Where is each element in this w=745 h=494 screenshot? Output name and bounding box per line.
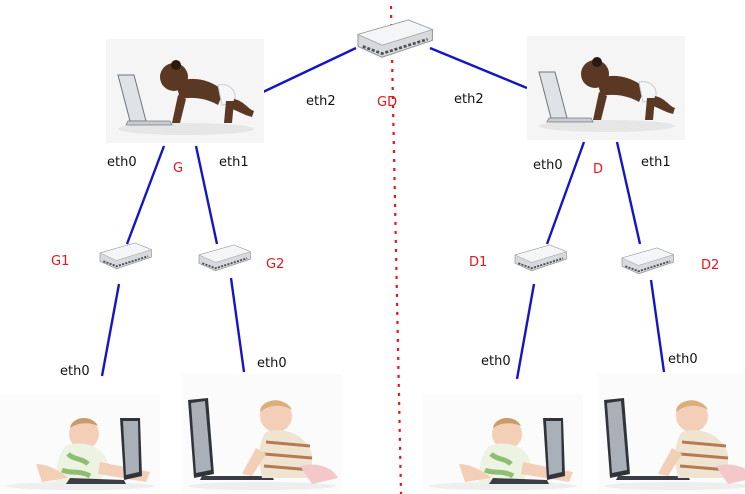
switch-d2-label: D2 [701,258,720,273]
g1-eth0-label: eth0 [60,364,90,379]
host-g2-icon [180,372,344,494]
switch-g1-label: G1 [51,254,70,269]
link-g1-host [100,283,121,377]
link-g-g2 [194,145,219,245]
g-eth2-label: eth2 [306,94,336,109]
d-eth2-label: eth2 [454,92,484,107]
switch-g2-label: G2 [266,257,285,272]
link-g-g1 [125,145,166,245]
g2-eth0-label: eth0 [257,356,287,371]
link-d-d2 [615,141,642,245]
switch-g1-icon [99,242,153,270]
host-d2-icon [596,372,745,494]
switch-d1-icon [514,244,568,272]
link-d1-host [515,283,536,380]
network-links [100,46,666,380]
g-eth0-label: eth0 [107,155,137,170]
d-eth0-label: eth0 [533,158,563,173]
switch-gd-label: GD [377,95,398,110]
link-g-gd [262,46,357,94]
host-g-label: G [173,161,184,176]
link-gd-d [429,46,528,90]
host-d1-icon [423,394,583,490]
link-g2-host [229,277,246,373]
switch-gd-icon [356,18,434,59]
host-g1-icon [0,394,160,490]
switch-d1-label: D1 [469,255,488,270]
link-d2-host [649,279,666,373]
host-d-label: D [593,162,604,177]
switch-g2-icon [198,244,252,272]
switch-d2-icon [621,247,675,275]
network-divider [389,5,403,494]
d2-eth0-label: eth0 [668,352,698,367]
host-g-icon [105,38,265,144]
host-d-icon [526,35,686,141]
d-eth1-label: eth1 [641,155,671,170]
link-d-d1 [545,141,586,245]
d1-eth0-label: eth0 [481,354,511,369]
g-eth1-label: eth1 [219,155,249,170]
